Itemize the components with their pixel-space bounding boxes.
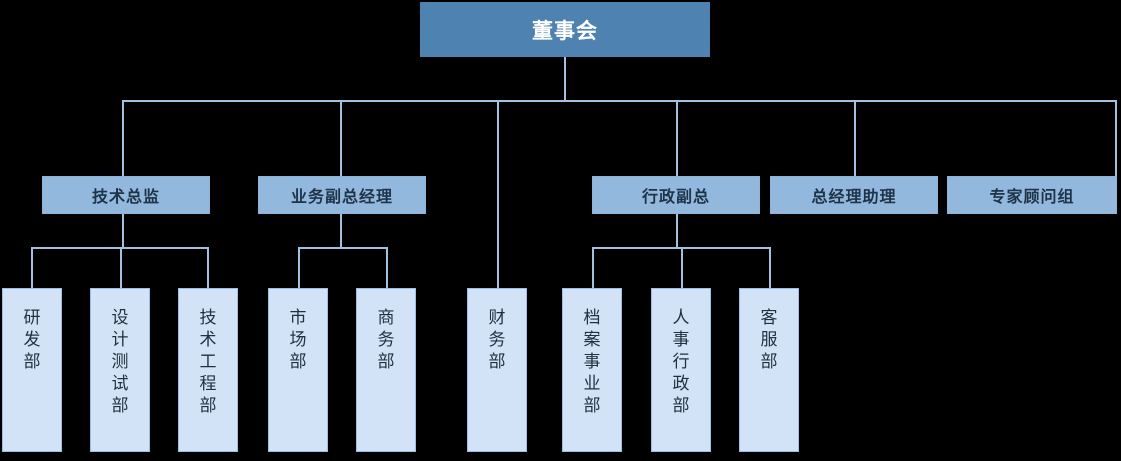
connector-root-stem <box>564 57 566 102</box>
connector-admin-child-2 <box>681 247 683 290</box>
connector-drop-business <box>340 100 342 178</box>
connector-business-child-1 <box>298 247 300 290</box>
connector-admin-stem <box>676 214 678 249</box>
node-commerce-dept-label: 商务部 <box>377 308 395 372</box>
node-customer-service-dept[interactable]: 客服部 <box>739 288 799 452</box>
node-admin-vp[interactable]: 行政副总 <box>592 176 760 214</box>
node-rnd-dept-label: 研发部 <box>23 308 41 372</box>
connector-business-child-2 <box>386 247 388 290</box>
connector-drop-expert <box>1115 100 1117 178</box>
node-commerce-dept[interactable]: 商务部 <box>356 288 416 452</box>
node-archives-business-dept[interactable]: 档案事业部 <box>562 288 622 452</box>
node-business-vp[interactable]: 业务副总经理 <box>258 176 426 214</box>
node-tech-director[interactable]: 技术总监 <box>42 176 210 214</box>
node-finance-dept-label: 财务部 <box>488 308 506 372</box>
node-hr-admin-dept-label: 人事行政部 <box>672 308 690 416</box>
node-archives-business-dept-label: 档案事业部 <box>583 308 601 416</box>
node-finance-dept[interactable]: 财务部 <box>467 288 527 452</box>
connector-drop-tech <box>122 100 124 178</box>
connector-tech-child-2 <box>120 247 122 290</box>
connector-business-stem <box>340 214 342 249</box>
connector-level2-bus <box>122 100 1117 102</box>
connector-drop-finance <box>497 100 499 290</box>
node-design-test-dept-label: 设计测试部 <box>111 308 129 416</box>
node-tech-engineering-dept[interactable]: 技术工程部 <box>178 288 238 452</box>
node-hr-admin-dept[interactable]: 人事行政部 <box>651 288 711 452</box>
connector-tech-stem <box>122 214 124 249</box>
node-marketing-dept-label: 市场部 <box>289 308 307 372</box>
connector-admin-child-3 <box>769 247 771 290</box>
node-gm-assistant[interactable]: 总经理助理 <box>770 176 938 214</box>
connector-business-bus <box>298 247 388 249</box>
node-expert-advisory-group[interactable]: 专家顾问组 <box>947 176 1117 214</box>
connector-tech-child-1 <box>31 247 33 290</box>
connector-tech-child-3 <box>207 247 209 290</box>
connector-drop-assistant <box>854 100 856 178</box>
node-design-test-dept[interactable]: 设计测试部 <box>90 288 150 452</box>
node-customer-service-dept-label: 客服部 <box>760 308 778 372</box>
node-tech-engineering-dept-label: 技术工程部 <box>199 308 217 416</box>
connector-drop-admin <box>676 100 678 178</box>
node-marketing-dept[interactable]: 市场部 <box>268 288 328 452</box>
connector-admin-child-1 <box>592 247 594 290</box>
node-board-of-directors[interactable]: 董事会 <box>420 2 710 57</box>
node-rnd-dept[interactable]: 研发部 <box>2 288 62 452</box>
